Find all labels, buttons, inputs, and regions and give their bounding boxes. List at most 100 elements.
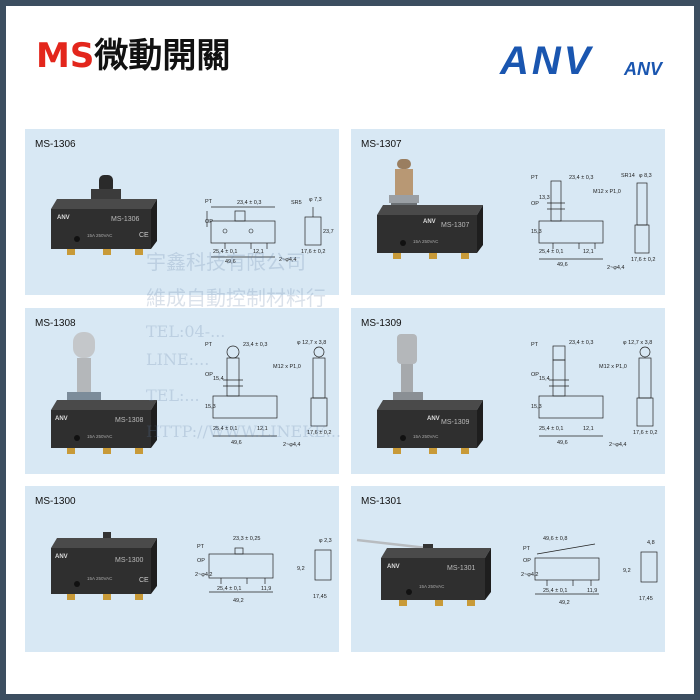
svg-text:PT: PT <box>531 175 539 181</box>
svg-text:φ 8,3: φ 8,3 <box>639 173 652 179</box>
dimension-drawing: 23,4 ± 0,3 25,4 ± 0,1 12,1 49,6 17,6 ± 0… <box>531 169 661 273</box>
title-rest: 微動開關 <box>94 36 231 76</box>
switch-rating: 15A 250VAC <box>419 584 445 589</box>
svg-text:17,45: 17,45 <box>639 596 653 602</box>
product-panel-ms-1308: MS-1308 ANV MS-1308 15A 250VAC <box>25 308 339 474</box>
switch-rating: 15A 250VAC <box>413 239 439 244</box>
svg-text:9,2: 9,2 <box>297 566 305 572</box>
svg-text:49,6 ± 0,8: 49,6 ± 0,8 <box>543 536 567 542</box>
svg-text:12,1: 12,1 <box>583 426 594 432</box>
switch-brand: ANV <box>427 416 440 422</box>
svg-text:49,6: 49,6 <box>557 440 568 446</box>
svg-text:OP: OP <box>531 201 539 207</box>
brand-logo: ANV ANV <box>498 39 678 83</box>
svg-text:PT: PT <box>205 199 213 205</box>
svg-text:13,3: 13,3 <box>539 195 550 201</box>
product-panel-ms-1301: MS-1301 ANV MS-1301 15A 250VAC <box>351 486 665 652</box>
svg-text:SR5: SR5 <box>291 200 302 206</box>
svg-text:2~φ4,2: 2~φ4,2 <box>521 572 538 578</box>
switch-photo: ANV MS-1308 15A 250VAC <box>47 330 165 456</box>
svg-text:23,4 ± 0,3: 23,4 ± 0,3 <box>243 342 267 348</box>
svg-text:PT: PT <box>205 342 213 348</box>
switch-photo: ANV MS-1301 15A 250VAC <box>355 530 495 610</box>
switch-rating: 15A 250VAC <box>413 434 439 439</box>
svg-text:25,4 ± 0,1: 25,4 ± 0,1 <box>213 426 237 432</box>
switch-model: MS-1309 <box>441 419 470 426</box>
svg-text:12,1: 12,1 <box>583 249 594 255</box>
logo-main-text: ANV <box>499 40 594 80</box>
svg-text:15,3: 15,3 <box>531 229 542 235</box>
product-panel-ms-1309: MS-1309 ANV MS-1309 15A 250VAC <box>351 308 665 474</box>
switch-brand: ANV <box>423 219 436 225</box>
svg-text:17,6 ± 0,2: 17,6 ± 0,2 <box>633 430 657 436</box>
switch-brand: ANV <box>55 416 68 422</box>
svg-text:CE: CE <box>139 232 149 239</box>
switch-rating: 15A 250VAC <box>87 233 113 238</box>
svg-text:25,4 ± 0,1: 25,4 ± 0,1 <box>217 586 241 592</box>
svg-text:2~φ4,2: 2~φ4,2 <box>195 572 212 578</box>
svg-text:17,6 ± 0,2: 17,6 ± 0,2 <box>631 257 655 263</box>
anv-logo-graphic: ANV ANV <box>499 39 664 83</box>
model-label: MS-1309 <box>361 318 402 329</box>
svg-text:OP: OP <box>197 558 205 564</box>
svg-text:11,9: 11,9 <box>587 588 597 594</box>
svg-text:25,4 ± 0,1: 25,4 ± 0,1 <box>543 588 567 594</box>
svg-text:2~φ4,4: 2~φ4,4 <box>279 257 296 263</box>
svg-text:4,8: 4,8 <box>647 540 655 546</box>
catalog-page: MS微動開關 ANV ANV MS-1306 ANV MS-1306 15A 2… <box>6 6 694 694</box>
svg-text:49,6: 49,6 <box>557 262 568 268</box>
svg-text:23,7: 23,7 <box>323 229 334 235</box>
switch-photo: ANV MS-1309 15A 250VAC <box>373 330 491 456</box>
svg-text:OP: OP <box>531 372 539 378</box>
switch-brand: ANV <box>387 564 400 570</box>
svg-text:25,4 ± 0,1: 25,4 ± 0,1 <box>539 426 563 432</box>
svg-text:25,4 ± 0,1: 25,4 ± 0,1 <box>539 249 563 255</box>
svg-text:15,3: 15,3 <box>205 404 216 410</box>
svg-text:17,6 ± 0,2: 17,6 ± 0,2 <box>301 249 325 255</box>
svg-text:11,9: 11,9 <box>261 586 271 592</box>
svg-text:M12 x P1,0: M12 x P1,0 <box>599 364 627 370</box>
svg-text:SR14: SR14 <box>621 173 635 179</box>
svg-text:M12 x P1,0: M12 x P1,0 <box>273 364 301 370</box>
svg-text:49,2: 49,2 <box>559 600 570 606</box>
model-label: MS-1308 <box>35 318 76 329</box>
switch-model: MS-1306 <box>111 216 140 223</box>
switch-model: MS-1300 <box>115 557 144 564</box>
model-label: MS-1300 <box>35 496 76 507</box>
product-panel-ms-1300: MS-1300 ANV MS-1300 15A 250VAC CE <box>25 486 339 652</box>
svg-text:23,3 ± 0,25: 23,3 ± 0,25 <box>233 536 260 542</box>
svg-text:OP: OP <box>205 372 213 378</box>
svg-text:49,6: 49,6 <box>231 440 242 446</box>
svg-text:φ 2,3: φ 2,3 <box>319 538 332 544</box>
model-label: MS-1301 <box>361 496 402 507</box>
svg-text:23,4 ± 0,3: 23,4 ± 0,3 <box>569 340 593 346</box>
svg-text:OP: OP <box>205 219 213 225</box>
title-prefix: MS <box>36 36 95 76</box>
svg-text:PT: PT <box>523 546 531 552</box>
svg-text:17,45: 17,45 <box>313 594 327 600</box>
logo-small-text: ANV <box>623 59 664 79</box>
svg-text:9,2: 9,2 <box>623 568 631 574</box>
svg-text:25,4 ± 0,1: 25,4 ± 0,1 <box>213 249 237 255</box>
switch-model: MS-1308 <box>115 417 144 424</box>
svg-text:49,6: 49,6 <box>225 259 236 265</box>
switch-photo: ANV MS-1306 15A 250VAC CE <box>47 169 165 259</box>
switch-rating: 15A 250VAC <box>87 434 113 439</box>
svg-text:PT: PT <box>197 544 205 550</box>
product-panel-ms-1306: MS-1306 ANV MS-1306 15A 250VAC CE <box>25 129 339 295</box>
dimension-drawing: 23,3 ± 0,25 25,4 ± 0,1 11,9 49,2 17,45 2… <box>195 528 335 612</box>
svg-text:17,6 ± 0,2: 17,6 ± 0,2 <box>307 430 331 436</box>
svg-text:15,3: 15,3 <box>531 404 542 410</box>
svg-text:23,4 ± 0,3: 23,4 ± 0,3 <box>237 200 261 206</box>
svg-text:23,4 ± 0,3: 23,4 ± 0,3 <box>569 175 593 181</box>
svg-text:M12 x P1,0: M12 x P1,0 <box>593 189 621 195</box>
svg-text:12,1: 12,1 <box>257 426 268 432</box>
switch-brand: ANV <box>55 554 68 560</box>
svg-text:15,4: 15,4 <box>213 376 224 382</box>
dimension-drawing: 23,4 ± 0,3 25,4 ± 0,1 12,1 49,6 17,6 ± 0… <box>205 336 335 454</box>
switch-photo: ANV MS-1300 15A 250VAC CE <box>47 524 165 608</box>
svg-text:PT: PT <box>531 342 539 348</box>
svg-text:OP: OP <box>523 558 531 564</box>
dimension-drawing: 49,6 ± 0,8 25,4 ± 0,1 11,9 49,2 17,45 2~… <box>521 528 661 612</box>
svg-text:CE: CE <box>139 577 149 584</box>
